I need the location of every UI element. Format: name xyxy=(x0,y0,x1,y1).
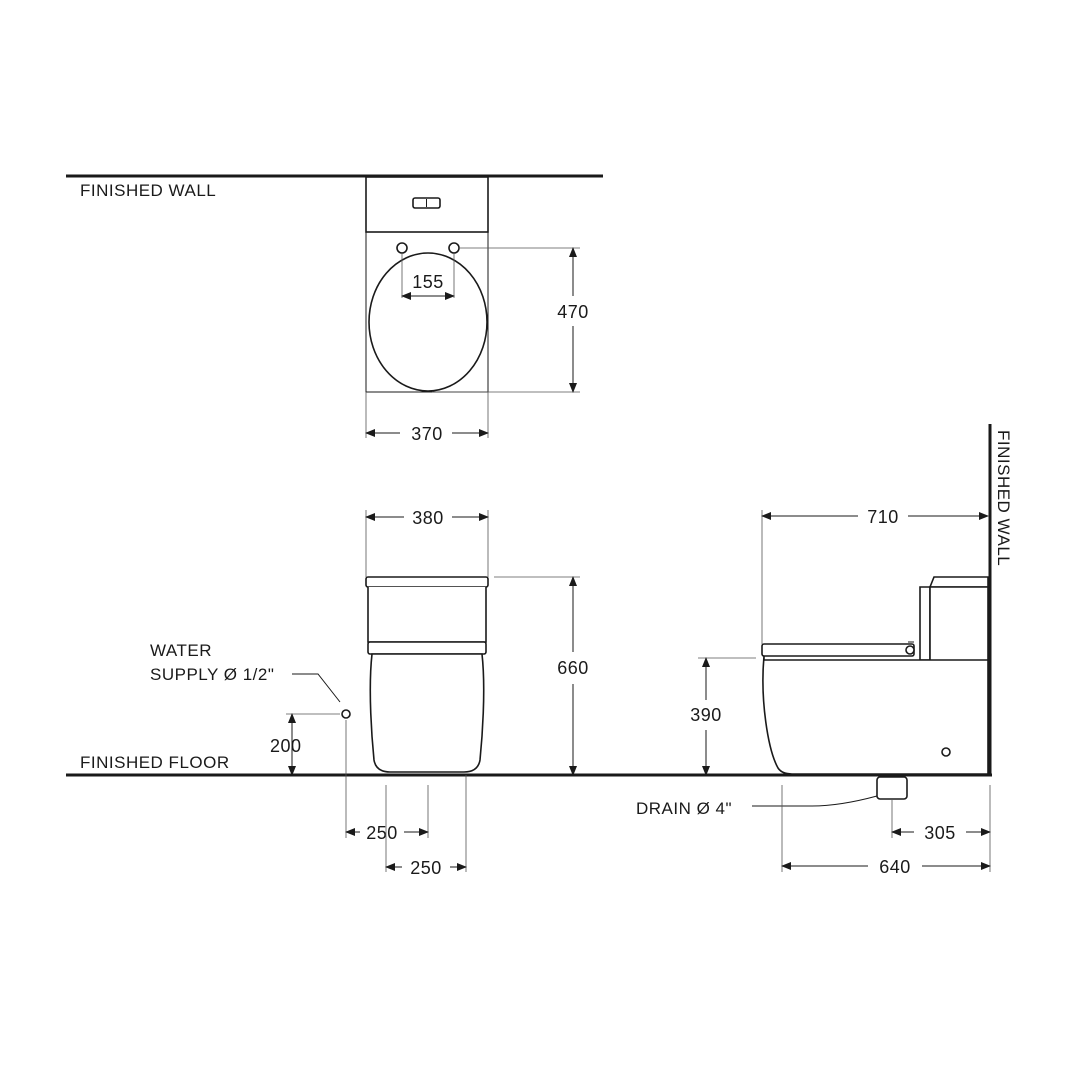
dim-470-label: 470 xyxy=(557,302,589,322)
dim-305-label: 305 xyxy=(924,823,956,843)
dim-640-label: 640 xyxy=(879,857,911,877)
front-seat xyxy=(367,641,487,655)
dim-660-label: 660 xyxy=(557,658,589,678)
side-outlet-icon xyxy=(941,747,951,757)
front-bowl xyxy=(369,653,485,773)
finished-floor-label: FINISHED FLOOR xyxy=(80,753,230,772)
top-bowl-body-outline xyxy=(365,232,489,393)
dim-200-label: 200 xyxy=(270,736,302,756)
front-tank-lid xyxy=(365,576,489,588)
dim-380-label: 380 xyxy=(412,508,444,528)
dim-250a-label: 250 xyxy=(366,823,398,843)
top-finished-wall-label: FINISHED WALL xyxy=(80,181,216,200)
dim-250b-label: 250 xyxy=(410,858,442,878)
dim-370-label: 370 xyxy=(411,424,443,444)
drain-label: DRAIN Ø 4" xyxy=(636,799,732,818)
top-view: FINISHED WALL 155 470 370 xyxy=(66,174,603,444)
side-hinge-icon xyxy=(905,645,915,655)
side-seat xyxy=(761,643,915,657)
side-finished-wall-label: FINISHED WALL xyxy=(994,430,1013,566)
dim-155-label: 155 xyxy=(412,272,444,292)
water-supply-icon xyxy=(341,709,351,719)
left-hinge-icon xyxy=(396,242,408,254)
water-supply-label-line2: SUPPLY Ø 1/2" xyxy=(150,665,274,684)
drain-pipe-icon xyxy=(876,776,908,800)
front-view: 380 660 WATER SUPPLY Ø 1/2" 200 250 250 xyxy=(150,508,589,878)
front-tank-body xyxy=(367,587,487,643)
dim-710-label: 710 xyxy=(867,507,899,527)
water-supply-label-line1: WATER xyxy=(150,641,212,660)
water-supply-leader xyxy=(292,673,341,703)
right-hinge-icon xyxy=(448,242,460,254)
side-bowl xyxy=(762,655,989,775)
side-view: FINISHED WALL DRAIN Ø 4" 710 390 305 xyxy=(636,424,1013,877)
dim-390-label: 390 xyxy=(690,705,722,725)
drain-leader xyxy=(752,795,878,807)
top-seat-outline xyxy=(368,252,488,392)
